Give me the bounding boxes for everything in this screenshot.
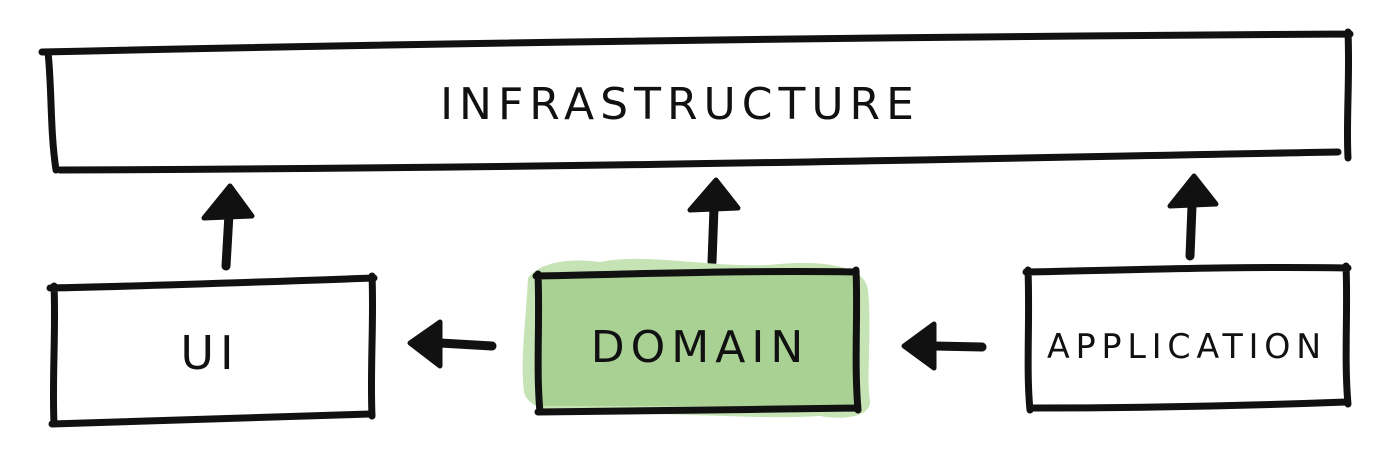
arrow-application-to-domain — [901, 321, 987, 371]
application-box: APPLICATION — [1022, 262, 1352, 414]
domain-fill — [538, 274, 856, 406]
infrastructure-box: INFRASTRUCTURE — [38, 28, 1354, 174]
arrow-application-to-infrastructure — [1167, 173, 1219, 261]
arrow-domain-to-infrastructure — [687, 177, 741, 267]
infrastructure-label: INFRASTRUCTURE — [440, 79, 920, 130]
arrow-application-to-infrastructure-head — [1167, 173, 1219, 209]
arrow-domain-to-ui — [407, 319, 497, 369]
ui-box-outline — [46, 272, 378, 428]
arrow-domain-to-infrastructure-head — [687, 177, 741, 213]
domain-box: DOMAIN — [522, 258, 871, 418]
infrastructure-box-outline — [38, 28, 1354, 174]
arrow-application-to-infrastructure-shaft — [1185, 201, 1197, 261]
domain-box-outline — [532, 266, 862, 416]
arrow-domain-to-ui-head — [407, 319, 443, 369]
ui-box: UI — [46, 272, 378, 428]
arrow-domain-to-infrastructure-shaft — [707, 203, 719, 267]
arrow-ui-to-infrastructure — [201, 183, 255, 271]
ui-label: UI — [180, 326, 239, 380]
arrow-domain-to-ui-shaft — [435, 338, 497, 351]
arrow-ui-to-infrastructure-shaft — [221, 209, 234, 271]
domain-label: DOMAIN — [591, 322, 809, 373]
arrow-application-to-domain-head — [901, 321, 937, 371]
application-label: APPLICATION — [1047, 327, 1327, 367]
arrow-application-to-domain-shaft — [929, 341, 987, 352]
arrow-ui-to-infrastructure-head — [201, 183, 255, 221]
application-box-outline — [1022, 262, 1352, 414]
